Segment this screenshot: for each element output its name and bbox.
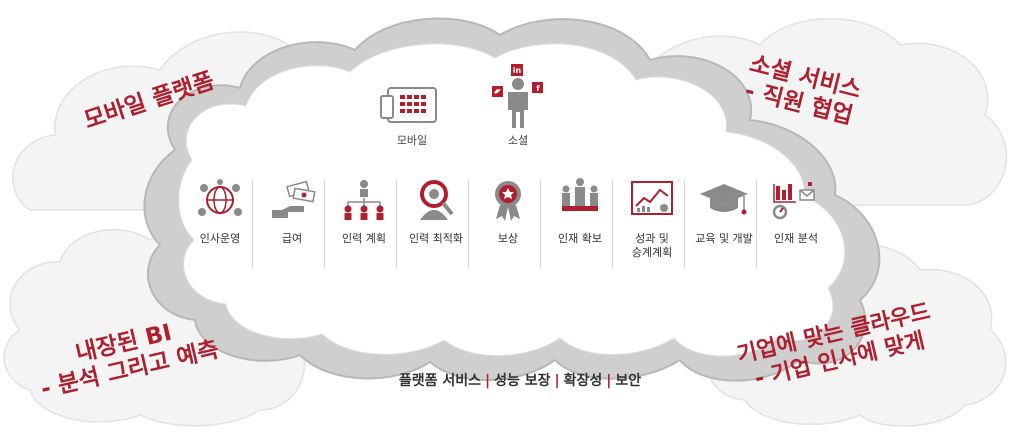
linkedin-badge: in — [513, 66, 522, 75]
feature-label: 모바일 — [396, 134, 428, 147]
module-icon-wrap — [254, 176, 330, 222]
module-label: 인재 확보 — [558, 232, 602, 245]
module-divider — [684, 180, 685, 268]
money-hand-icon — [272, 180, 316, 218]
network-globe-icon — [198, 179, 242, 216]
module-icon-wrap — [470, 176, 546, 222]
tablet-icon — [380, 87, 437, 123]
analytics-icon — [772, 182, 815, 220]
magnifier-person-icon — [420, 180, 454, 220]
module-divider — [540, 180, 541, 268]
module-label: 교육 및 개발 — [695, 232, 753, 245]
module-5: 보상 — [470, 176, 546, 276]
feature-label: 소셜 — [507, 134, 529, 147]
award-star-icon — [495, 181, 521, 221]
module-8: 교육 및 개발 — [686, 176, 762, 276]
org-chart-icon — [344, 180, 384, 220]
footer-separator: | — [554, 373, 560, 389]
module-7: 성과 및 승계계획 — [614, 176, 690, 276]
module-icon-wrap — [326, 176, 402, 222]
module-label: 급여 — [281, 232, 303, 245]
module-icon-wrap — [758, 176, 834, 222]
footer-separator: | — [484, 373, 491, 389]
performance-chart-icon — [631, 181, 673, 215]
module-9: 인재 분석 — [758, 176, 834, 276]
footer-item: 성능 보장 — [494, 373, 551, 389]
module-3: 인력 계획 — [326, 176, 402, 276]
module-divider — [252, 180, 253, 268]
feature-social: in f 소셜 — [478, 62, 558, 154]
module-icon-wrap — [542, 176, 618, 222]
module-label: 인사운영 — [199, 232, 241, 245]
module-label: 인력 계획 — [342, 232, 386, 245]
footer-separator: | — [606, 373, 612, 389]
people-group-icon — [562, 178, 598, 211]
module-label: 보상 — [497, 232, 519, 245]
module-icon-wrap — [398, 176, 474, 222]
module-icon-wrap — [686, 176, 762, 222]
module-divider — [396, 180, 397, 268]
platform-footer: 플랫폼 서비스|성능 보장|확장성|보안 — [340, 370, 700, 390]
footer-item: 플랫폼 서비스 — [398, 373, 481, 389]
module-4: 인력 최적화 — [398, 176, 474, 276]
module-label: 인재 분석 — [774, 232, 818, 245]
facebook-badge: f — [536, 84, 540, 93]
module-divider — [324, 180, 325, 268]
feature-mobile: 모바일 — [372, 84, 452, 154]
module-6: 인재 확보 — [542, 176, 618, 276]
module-divider — [756, 180, 757, 268]
footer-item: 보안 — [615, 373, 642, 389]
module-divider — [468, 180, 469, 268]
module-icon-wrap — [182, 176, 258, 222]
social-person-icon: in f — [492, 64, 543, 128]
module-1: 인사운영 — [182, 176, 258, 276]
module-icon-wrap — [614, 176, 690, 222]
module-label: 성과 및 승계계획 — [631, 232, 673, 259]
footer-item: 확장성 — [563, 373, 603, 389]
module-2: 급여 — [254, 176, 330, 276]
graduation-cap-icon — [700, 184, 748, 215]
module-label: 인력 최적화 — [408, 232, 464, 245]
module-divider — [612, 180, 613, 268]
